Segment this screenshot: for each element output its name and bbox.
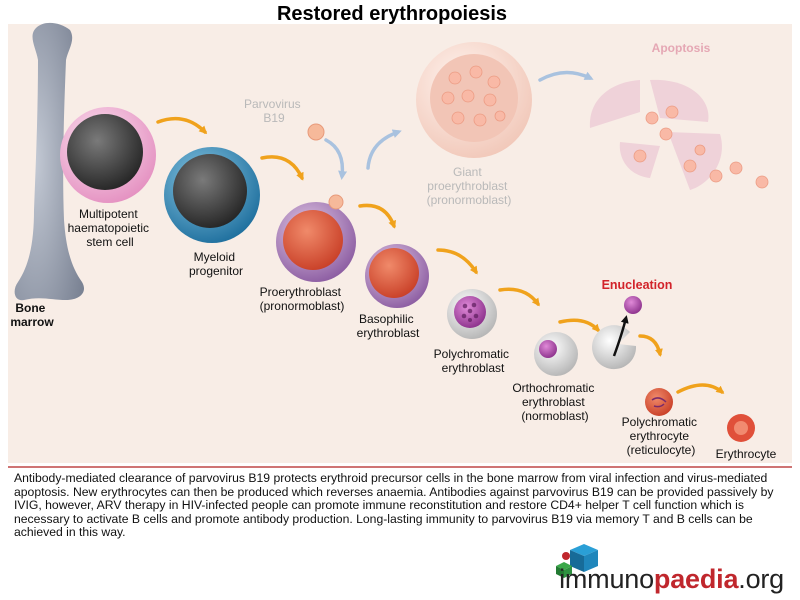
differentiation-arrows — [156, 116, 725, 394]
erythropoiesis-diagram: Restored erythropoiesis — [8, 3, 792, 468]
erythrocyte-label: Erythrocyte — [716, 447, 777, 461]
parvovirus-particle — [307, 123, 325, 141]
logo-cube-icon — [556, 544, 598, 578]
logo-part-paedia: paedia — [653, 564, 739, 594]
basophilic-erythroblast-cell — [365, 244, 429, 308]
giant-proerythroblast-cell — [416, 42, 532, 158]
bone-illustration — [14, 22, 85, 301]
reticulocyte-label: Polychromatic erythrocyte (reticulocyte) — [622, 415, 701, 457]
proerythroblast-cell — [276, 202, 356, 282]
virus-particle — [328, 194, 344, 210]
infection-arrows — [324, 70, 594, 180]
logo-part-org: .org — [738, 564, 784, 594]
expelled-nucleus — [624, 296, 642, 314]
stem-cell — [60, 107, 156, 203]
erythrocyte-cell — [727, 414, 755, 442]
caption-text: Antibody-mediated clearance of parvoviru… — [14, 471, 774, 540]
enucleating-cell — [592, 315, 637, 370]
stem-cell-label: Multipotent haematopoietic stem cell — [68, 207, 153, 249]
orthochromatic-erythroblast-label: Orthochromatic erythroblast (normoblast) — [512, 381, 597, 423]
immunopaedia-logo: immunopaedia.org — [554, 540, 784, 594]
polychromatic-erythroblast-cell — [447, 289, 497, 339]
proerythroblast-label: Proerythroblast (pronormoblast) — [260, 285, 345, 313]
myeloid-progenitor-cell — [164, 147, 260, 243]
diagram-title: Restored erythropoiesis — [277, 3, 507, 25]
myeloid-progenitor-label: Myeloid progenitor — [189, 250, 243, 278]
logo-wordmark: immunopaedia.org — [559, 564, 784, 594]
parvovirus-label: Parvovirus B19 — [244, 97, 304, 125]
reticulocyte-cell — [645, 388, 673, 416]
bone-marrow-label: Bone marrow — [10, 301, 54, 329]
orthochromatic-erythroblast-cell — [534, 332, 578, 376]
logo-part-immuno: immuno — [559, 564, 654, 594]
polychromatic-erythroblast-label: Polychromatic erythroblast — [434, 347, 513, 375]
enucleation-label: Enucleation — [602, 278, 673, 292]
giant-proerythroblast-label: Giant proerythroblast (pronormoblast) — [427, 165, 512, 207]
apoptotic-cell-fragments — [589, 79, 769, 190]
basophilic-erythroblast-label: Basophilic erythroblast — [357, 312, 420, 340]
apoptosis-label: Apoptosis — [652, 41, 711, 55]
